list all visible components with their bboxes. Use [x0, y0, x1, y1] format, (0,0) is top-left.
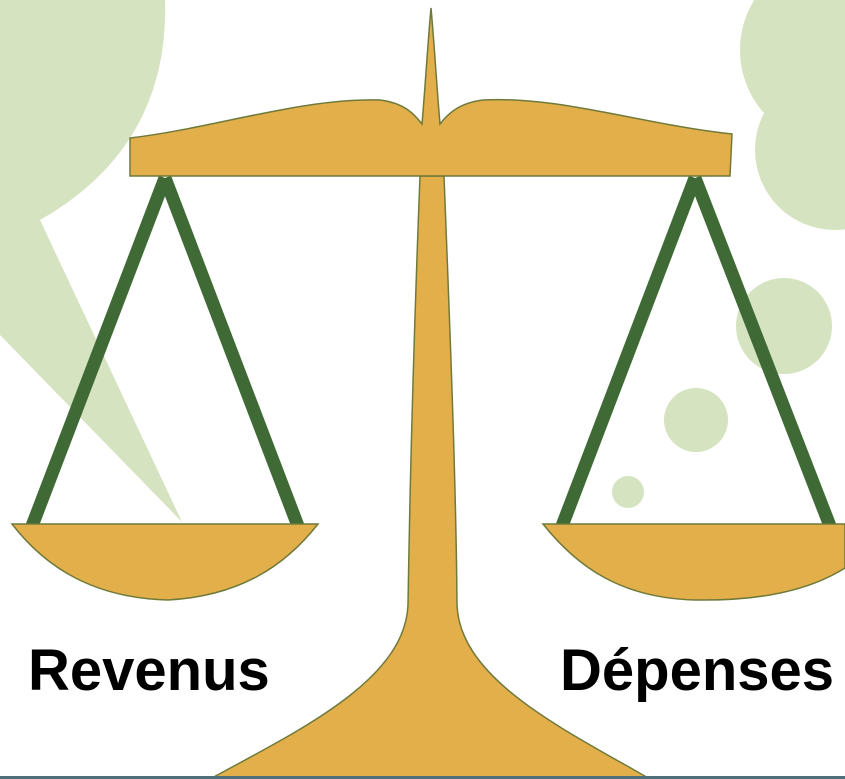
bottom-border-line — [0, 776, 845, 779]
left-pan-chain-right — [158, 175, 305, 529]
left-pan-assembly — [10, 175, 320, 601]
scale-beam — [129, 7, 733, 177]
scale-column — [209, 175, 652, 779]
right-pan-chain-left — [555, 175, 702, 529]
bubble-small-right — [664, 388, 728, 452]
speech-bubble-left — [0, 0, 182, 522]
background-bubbles — [0, 0, 845, 522]
bubble-mid-right — [755, 70, 845, 230]
right-pan — [541, 523, 845, 601]
left-pan-chain-left — [25, 175, 172, 529]
revenue-label: Revenus — [28, 638, 270, 703]
right-pan-assembly — [541, 175, 845, 601]
left-pan — [10, 523, 320, 601]
expenses-label: Dépenses — [560, 638, 835, 703]
bubble-tiny-right — [612, 476, 644, 508]
right-pan-chain-right — [688, 175, 837, 529]
